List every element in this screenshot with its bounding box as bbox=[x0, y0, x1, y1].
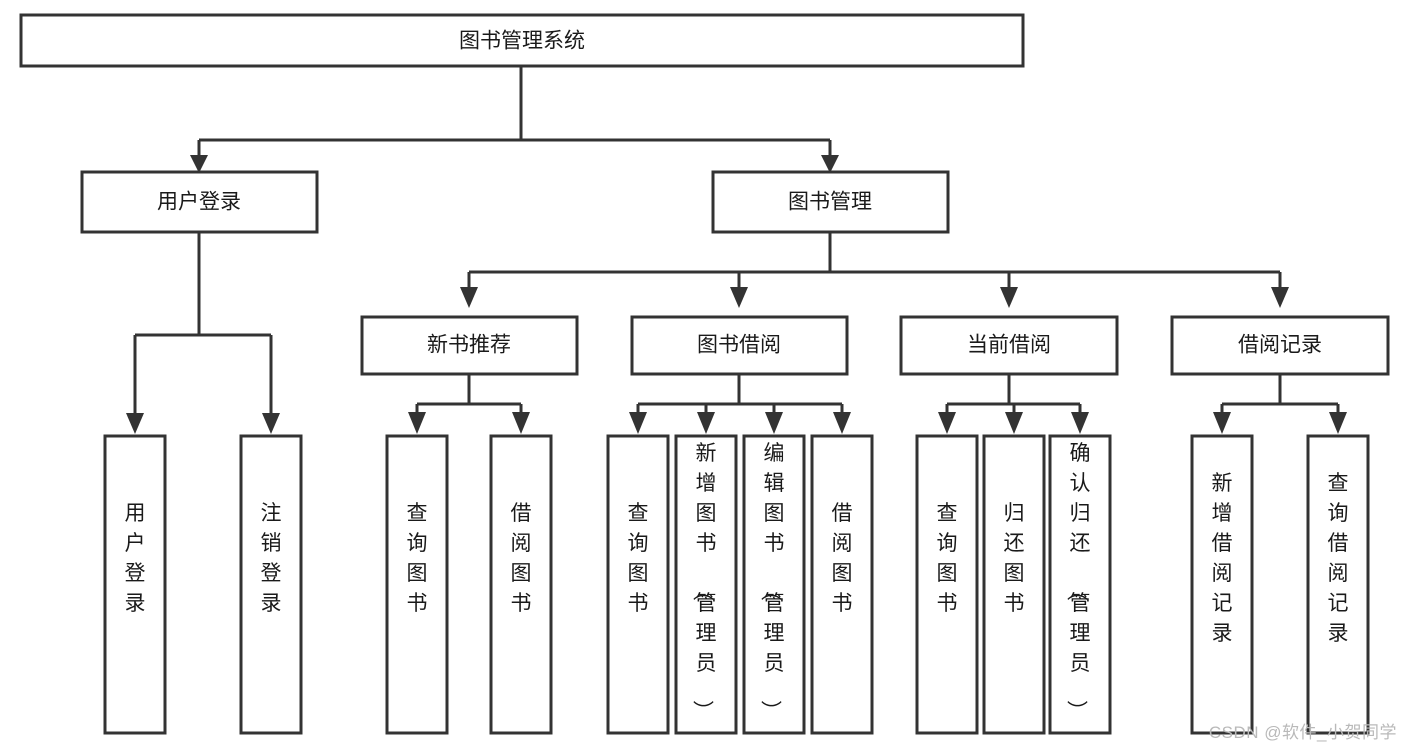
node-leaf-confirm-return-label: 确认归还（管理员） bbox=[1065, 442, 1091, 721]
node-leaf-add-record-label: 新增借阅记录 bbox=[1212, 472, 1233, 645]
node-user-login[interactable]: 用户登录 bbox=[80, 170, 319, 234]
arrowhead-new-book-recommend bbox=[460, 287, 478, 308]
node-current-borrow-label: 当前借阅 bbox=[967, 334, 1051, 357]
arrowhead-leaf-query-book-2 bbox=[629, 412, 647, 434]
node-leaf-user-login[interactable]: 用户登录 bbox=[103, 434, 167, 735]
node-leaf-edit-book-label: 编辑图书（管理员） bbox=[759, 442, 785, 721]
node-leaf-user-login-label: 用户登录 bbox=[125, 502, 146, 615]
node-book-manage-box[interactable] bbox=[711, 170, 950, 234]
node-new-book-recommend-label: 新书推荐 bbox=[427, 334, 511, 357]
node-leaf-borrow-book-1-box[interactable] bbox=[489, 434, 553, 735]
node-leaf-query-record[interactable]: 查询借阅记录 bbox=[1306, 434, 1370, 735]
node-leaf-edit-book[interactable]: 编辑图书（管理员） bbox=[742, 434, 806, 735]
node-leaf-query-book-2[interactable]: 查询图书 bbox=[606, 434, 670, 735]
node-leaf-query-book-1-label: 查询图书 bbox=[407, 502, 428, 615]
node-leaf-query-record-box[interactable] bbox=[1306, 434, 1370, 735]
node-leaf-query-record-label: 查询借阅记录 bbox=[1328, 472, 1349, 645]
node-book-manage-label: 图书管理 bbox=[788, 191, 872, 214]
node-leaf-query-book-3-label: 查询图书 bbox=[937, 502, 958, 615]
node-new-book-recommend[interactable]: 新书推荐 bbox=[360, 315, 579, 376]
node-current-borrow-box[interactable] bbox=[899, 315, 1119, 376]
node-leaf-query-book-2-label: 查询图书 bbox=[628, 502, 649, 615]
node-leaf-return-book[interactable]: 归还图书 bbox=[982, 434, 1046, 735]
node-current-borrow[interactable]: 当前借阅 bbox=[899, 315, 1119, 376]
node-leaf-query-book-1-box[interactable] bbox=[385, 434, 449, 735]
arrowhead-leaf-add-book bbox=[697, 412, 715, 434]
node-leaf-confirm-return[interactable]: 确认归还（管理员） bbox=[1048, 434, 1112, 735]
node-new-book-recommend-box[interactable] bbox=[360, 315, 579, 376]
node-leaf-borrow-book-1-label: 借阅图书 bbox=[511, 502, 532, 615]
node-leaf-return-book-box[interactable] bbox=[982, 434, 1046, 735]
node-borrow-record-label: 借阅记录 bbox=[1238, 334, 1322, 357]
node-leaf-logout-login-box[interactable] bbox=[239, 434, 303, 735]
arrowhead-leaf-edit-book bbox=[765, 412, 783, 434]
node-leaf-query-book-2-box[interactable] bbox=[606, 434, 670, 735]
node-leaf-logout-login-label: 注销登录 bbox=[261, 502, 282, 615]
node-user-login-box[interactable] bbox=[80, 170, 319, 234]
arrowhead-leaf-logout-login bbox=[262, 413, 280, 434]
node-user-login-label: 用户登录 bbox=[157, 191, 241, 214]
arrowhead-leaf-return-book bbox=[1005, 412, 1023, 434]
node-leaf-edit-book-box[interactable] bbox=[742, 434, 806, 735]
node-root[interactable]: 图书管理系统 bbox=[19, 13, 1025, 68]
node-leaf-logout-login[interactable]: 注销登录 bbox=[239, 434, 303, 735]
node-leaf-borrow-book-1[interactable]: 借阅图书 bbox=[489, 434, 553, 735]
node-book-manage[interactable]: 图书管理 bbox=[711, 170, 950, 234]
node-leaf-query-book-3[interactable]: 查询图书 bbox=[915, 434, 979, 735]
node-root-box[interactable] bbox=[19, 13, 1025, 68]
node-leaf-user-login-box[interactable] bbox=[103, 434, 167, 735]
arrowhead-leaf-borrow-book-1 bbox=[512, 412, 530, 434]
node-leaf-confirm-return-box[interactable] bbox=[1048, 434, 1112, 735]
arrowhead-borrow-record bbox=[1271, 287, 1289, 308]
node-leaf-query-book-1[interactable]: 查询图书 bbox=[385, 434, 449, 735]
arrowhead-leaf-borrow-book-2 bbox=[833, 412, 851, 434]
node-leaf-query-book-3-box[interactable] bbox=[915, 434, 979, 735]
node-leaf-borrow-book-2[interactable]: 借阅图书 bbox=[810, 434, 874, 735]
node-book-borrow[interactable]: 图书借阅 bbox=[630, 315, 849, 376]
node-book-borrow-label: 图书借阅 bbox=[697, 334, 781, 357]
node-leaf-add-record[interactable]: 新增借阅记录 bbox=[1190, 434, 1254, 735]
arrowhead-leaf-query-book-3 bbox=[938, 412, 956, 434]
arrowhead-leaf-confirm-return bbox=[1071, 412, 1089, 434]
node-leaf-borrow-book-2-label: 借阅图书 bbox=[832, 502, 853, 615]
arrowhead-book-borrow bbox=[730, 287, 748, 308]
node-leaf-add-book[interactable]: 新增图书（管理员） bbox=[674, 434, 738, 735]
arrowhead-book-manage bbox=[821, 155, 839, 173]
arrowhead-leaf-user-login bbox=[126, 413, 144, 434]
connector-layer bbox=[126, 66, 1347, 434]
node-leaf-borrow-book-2-box[interactable] bbox=[810, 434, 874, 735]
arrowhead-leaf-query-record bbox=[1329, 412, 1347, 434]
node-book-borrow-box[interactable] bbox=[630, 315, 849, 376]
arrowhead-leaf-query-book-1 bbox=[408, 412, 426, 434]
csdn-watermark: CSDN @软件_小贺同学 bbox=[1208, 723, 1397, 742]
arrowhead-current-borrow bbox=[1000, 287, 1018, 308]
node-root-label: 图书管理系统 bbox=[459, 30, 585, 53]
node-borrow-record[interactable]: 借阅记录 bbox=[1170, 315, 1390, 376]
node-leaf-add-book-box[interactable] bbox=[674, 434, 738, 735]
node-leaf-return-book-label: 归还图书 bbox=[1004, 502, 1025, 615]
node-borrow-record-box[interactable] bbox=[1170, 315, 1390, 376]
node-leaf-add-record-box[interactable] bbox=[1190, 434, 1254, 735]
arrowhead-user-login bbox=[190, 155, 208, 173]
arrowhead-leaf-add-record bbox=[1213, 412, 1231, 434]
node-leaf-add-book-label: 新增图书（管理员） bbox=[691, 442, 717, 721]
